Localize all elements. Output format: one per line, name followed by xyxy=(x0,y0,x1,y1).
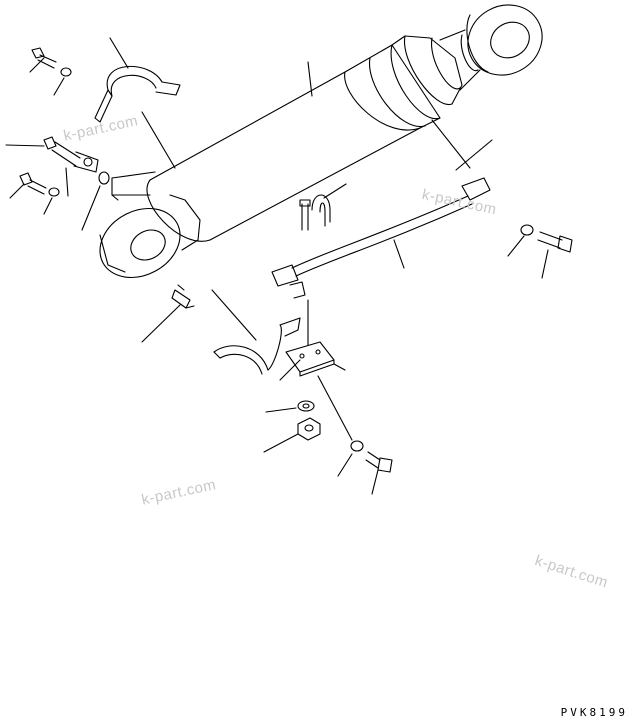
bolt-upper-left xyxy=(30,48,71,95)
rod-eye xyxy=(455,0,555,88)
grease-fitting xyxy=(142,285,194,342)
nut xyxy=(264,418,320,452)
o-ring xyxy=(82,172,109,230)
bolt-mid-left xyxy=(10,173,59,214)
lower-hose-clamp xyxy=(212,290,300,380)
upper-hose-clamp xyxy=(95,38,180,168)
swivel-joint-left xyxy=(6,137,98,196)
cylinder-head xyxy=(345,36,462,128)
cylinder-tube xyxy=(147,72,420,241)
hydraulic-hose xyxy=(272,178,490,298)
bolt-lower xyxy=(318,376,392,494)
bolt-right xyxy=(456,140,572,278)
piston-rod xyxy=(440,30,480,90)
support-plate xyxy=(286,300,345,376)
washer-lower xyxy=(266,401,314,412)
leader-lines xyxy=(308,62,470,168)
drawing-code: PVK8199 xyxy=(560,706,628,719)
u-bolt xyxy=(300,184,346,230)
cylinder-bottom-bracket xyxy=(88,172,200,291)
